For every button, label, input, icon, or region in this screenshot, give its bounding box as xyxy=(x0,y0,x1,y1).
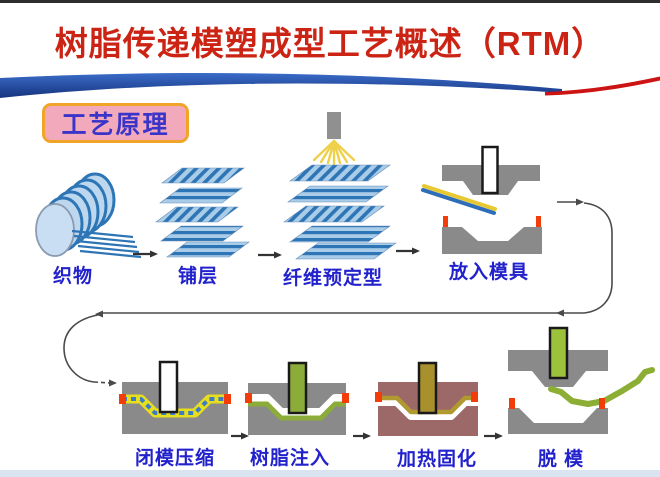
seal-pin xyxy=(443,216,448,227)
fabric-strip xyxy=(71,229,142,259)
preform-stack xyxy=(283,164,397,260)
resin-port xyxy=(287,361,308,415)
section-badge: 工艺原理 xyxy=(42,103,189,143)
seal-pin xyxy=(536,216,541,227)
preform-sheet xyxy=(421,184,497,215)
arrow-right-icon xyxy=(258,251,282,259)
swoosh-divider xyxy=(0,73,660,98)
loop-connector-arrow xyxy=(63,198,613,387)
section-badge-label: 工艺原理 xyxy=(61,111,170,139)
step-label-place-in-mold: 放入模具 xyxy=(448,262,530,283)
seal-pin xyxy=(342,393,349,403)
resin-injection-mold xyxy=(245,361,349,435)
arrow-right-icon xyxy=(133,250,158,258)
slide-title: 树脂传递模塑成型工艺概述（RTM） xyxy=(54,25,606,62)
open-mold xyxy=(421,145,542,254)
seal-pin xyxy=(224,394,231,404)
arrow-right-icon xyxy=(231,432,249,440)
swoosh-blue-stroke xyxy=(0,73,562,98)
injection-port xyxy=(158,360,179,414)
seal-pin xyxy=(599,398,605,409)
seal-pin xyxy=(119,394,126,404)
step-label-compression: 闭模压缩 xyxy=(134,448,216,469)
resin-channel xyxy=(248,401,346,421)
arrow-right-icon xyxy=(353,432,371,440)
injection-port xyxy=(481,145,499,195)
layup-stack xyxy=(155,167,250,258)
compression-mold xyxy=(119,360,231,434)
demold-group xyxy=(508,326,655,434)
roll-face xyxy=(35,203,75,257)
seal-pin xyxy=(471,392,478,402)
fabric-roll xyxy=(35,172,142,259)
arrow-right-icon xyxy=(396,247,420,255)
arrow-right-icon xyxy=(484,432,503,440)
resin-port xyxy=(417,361,438,415)
bottom-strip xyxy=(0,470,660,477)
step-label-demold: 脱 模 xyxy=(537,449,585,470)
step-label-injection: 树脂注入 xyxy=(249,448,331,469)
seal-pin xyxy=(245,393,252,403)
lower-mold xyxy=(442,227,542,254)
step-label-preform: 纤维预定型 xyxy=(282,268,384,289)
swoosh-red-stroke xyxy=(545,76,660,96)
lower-mold xyxy=(508,408,608,434)
step-label-fabric: 织物 xyxy=(52,266,94,287)
seal-pin xyxy=(375,392,382,402)
heat-cure-mold xyxy=(375,361,478,436)
spray-nozzle-icon xyxy=(312,112,356,166)
seal-pin xyxy=(509,398,515,409)
step-label-layup: 铺层 xyxy=(177,266,219,287)
step-label-cure: 加热固化 xyxy=(396,449,478,470)
resin-port xyxy=(548,326,569,380)
top-border-bar xyxy=(0,0,660,3)
